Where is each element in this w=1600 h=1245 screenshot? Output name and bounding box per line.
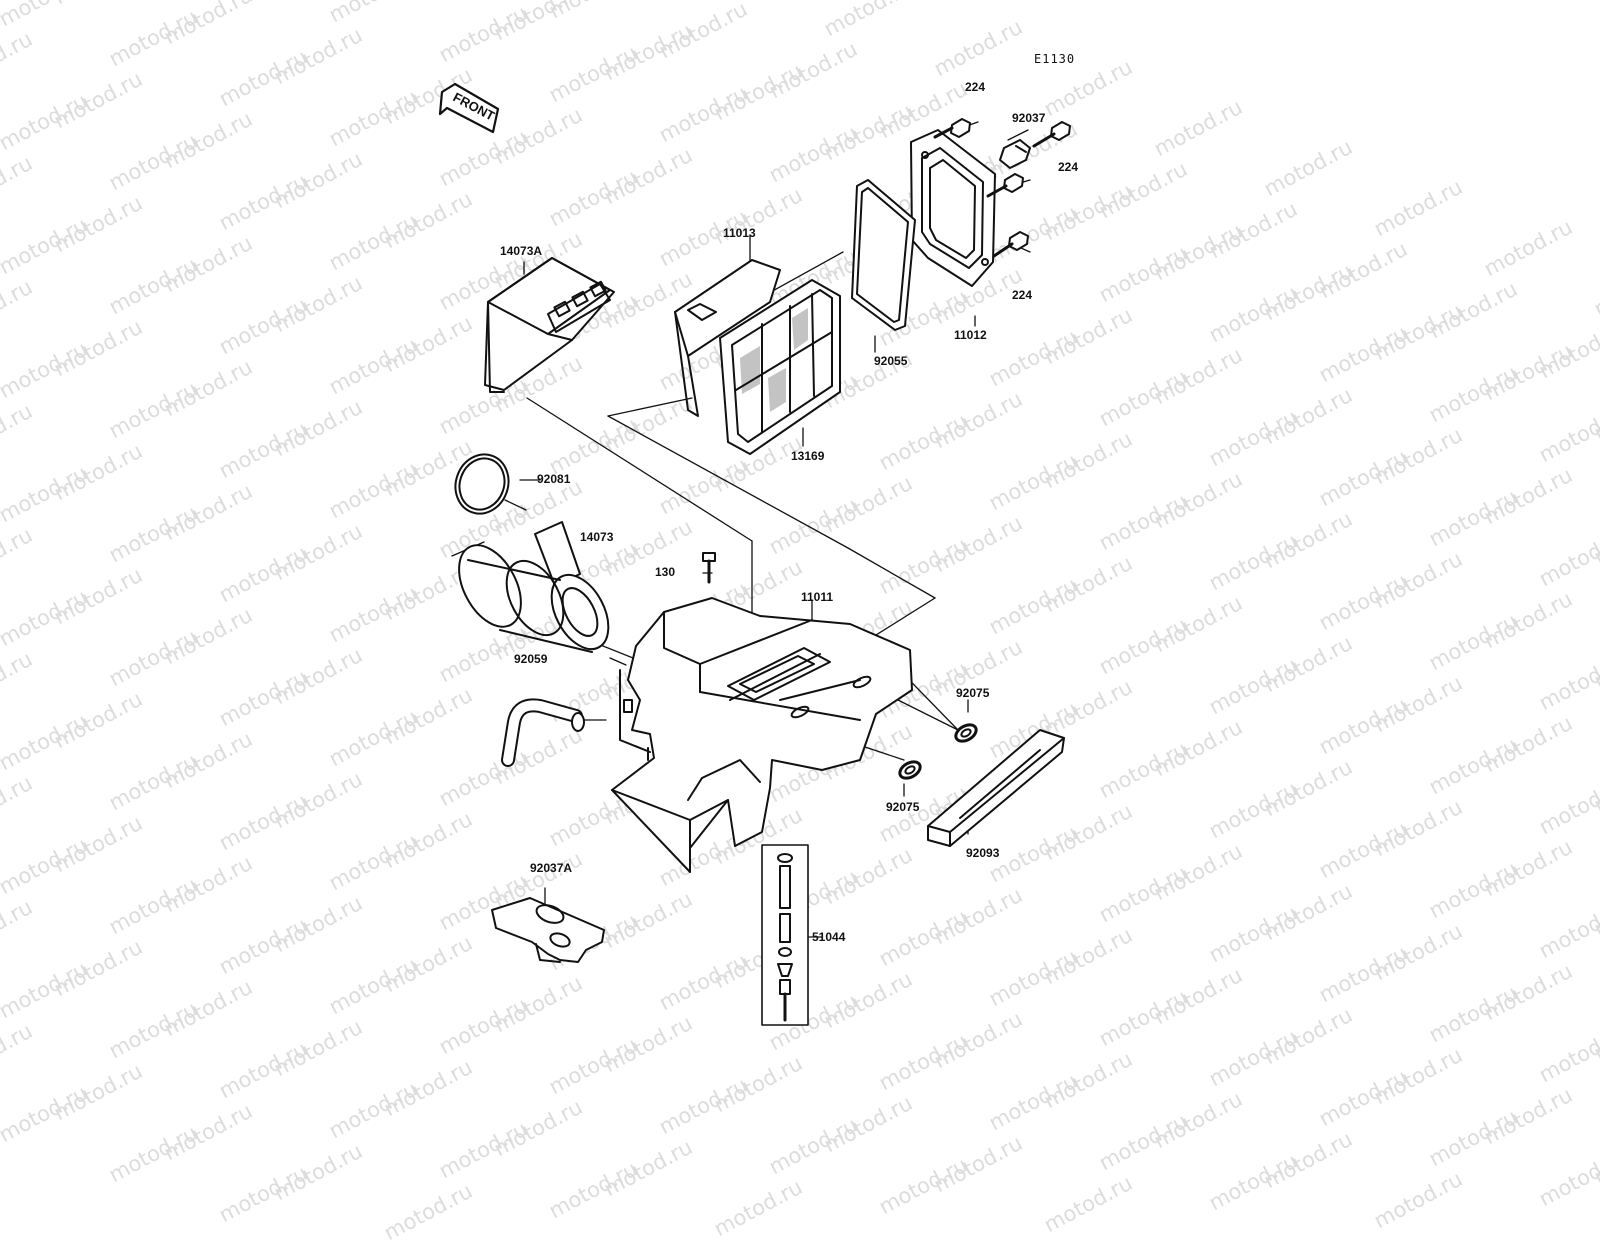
bolt-224-icon bbox=[992, 231, 1029, 258]
part-label-14073A: 14073A bbox=[500, 244, 543, 258]
front-arrow-icon: FRONT bbox=[438, 82, 500, 134]
part-label-92037A: 92037A bbox=[530, 861, 573, 875]
duct-14073 bbox=[458, 521, 610, 653]
bolt-130-icon bbox=[702, 552, 716, 584]
case-11011 bbox=[611, 597, 913, 873]
part-label-130: 130 bbox=[655, 565, 676, 579]
part-label-92075: 92075 bbox=[886, 800, 920, 814]
part-label-224: 224 bbox=[1058, 160, 1079, 174]
grommet-92075-icon bbox=[898, 760, 922, 780]
band-92081-icon bbox=[454, 453, 510, 515]
part-label-11011: 11011 bbox=[801, 590, 834, 604]
part-label-224: 224 bbox=[965, 80, 986, 94]
element-holder-13169 bbox=[719, 279, 841, 455]
gasket-92055 bbox=[851, 179, 916, 331]
part-label-14073: 14073 bbox=[580, 530, 614, 544]
drawing-code: E1130 bbox=[1034, 52, 1076, 66]
bolt-224-icon bbox=[986, 173, 1024, 198]
part-label-92037: 92037 bbox=[1012, 111, 1046, 125]
drain-51044 bbox=[761, 844, 809, 1026]
element-11013 bbox=[674, 259, 781, 417]
pad-92093 bbox=[927, 729, 1065, 847]
clamp-92037-icon bbox=[999, 139, 1031, 169]
hose-92059 bbox=[501, 698, 585, 767]
part-label-224: 224 bbox=[1012, 288, 1033, 302]
duct-14073A bbox=[484, 257, 615, 393]
part-label-13169: 13169 bbox=[791, 449, 825, 463]
part-label-92055: 92055 bbox=[874, 354, 908, 368]
part-label-11012: 11012 bbox=[954, 328, 987, 342]
grommet-92075-icon bbox=[954, 723, 978, 743]
clamp-92037A-icon bbox=[491, 897, 605, 963]
cover-11012 bbox=[910, 129, 996, 287]
part-label-92059: 92059 bbox=[514, 652, 548, 666]
part-label-92093: 92093 bbox=[966, 846, 1000, 860]
part-label-51044: 51044 bbox=[812, 930, 846, 944]
bolt-224-icon bbox=[933, 118, 971, 139]
part-label-92081: 92081 bbox=[537, 472, 571, 486]
exploded-view-drawing: FRONT bbox=[438, 82, 1071, 1026]
part-label-92075: 92075 bbox=[956, 686, 990, 700]
bolt-224-icon bbox=[1032, 121, 1071, 148]
part-label-11013: 11013 bbox=[723, 226, 756, 240]
